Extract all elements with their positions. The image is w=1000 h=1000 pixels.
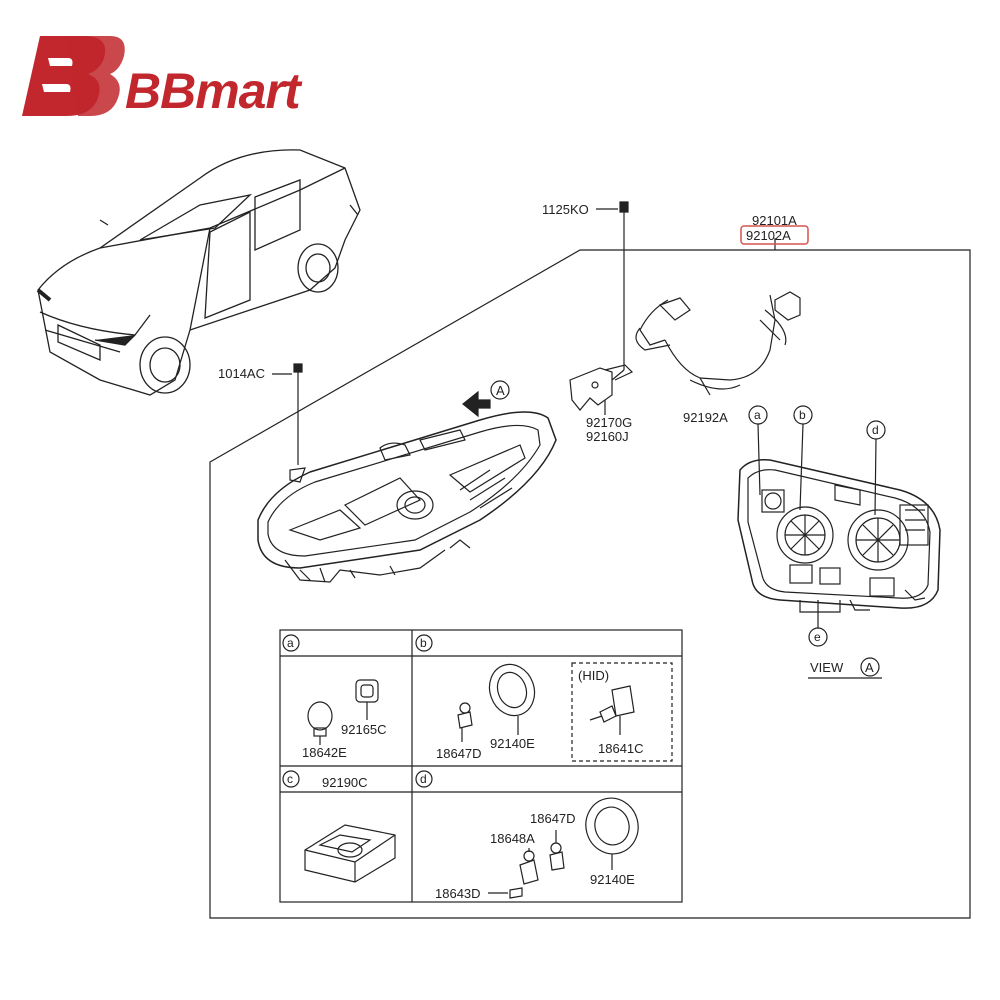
view-letter: A xyxy=(865,660,874,675)
headlamp-assembly xyxy=(257,411,557,583)
bracket-part xyxy=(569,364,634,415)
arrow-circle xyxy=(490,380,510,400)
marker-b xyxy=(793,405,813,425)
marker-b-letter: b xyxy=(799,408,806,422)
view-arrow-icon xyxy=(462,390,491,418)
headlamp-back-view xyxy=(737,458,941,613)
cell-a-letter: a xyxy=(287,636,294,650)
bulb-18648a xyxy=(519,848,539,885)
label-92170g: 92170G xyxy=(586,415,632,430)
bulb-18647d-d xyxy=(549,830,565,871)
highlight-box xyxy=(740,225,809,245)
marker-d-letter: d xyxy=(872,423,879,437)
label-92101a: 92101A xyxy=(752,213,797,228)
cell-b-letter: b xyxy=(420,636,427,650)
hid-box xyxy=(571,662,673,762)
bulb-18647d-b xyxy=(457,702,473,742)
label-92192a: 92192A xyxy=(683,410,728,425)
label-92190c: 92190C xyxy=(322,775,368,790)
label-18647d-b: 18647D xyxy=(436,746,482,761)
view-label: VIEW xyxy=(810,660,844,675)
assembly-frame xyxy=(209,249,971,919)
bolt-1014ac xyxy=(272,363,303,465)
label-18643d: 18643D xyxy=(435,886,481,901)
cell-d-letter: d xyxy=(420,772,427,786)
marker-e-letter: e xyxy=(814,630,821,644)
brand-logo xyxy=(18,28,348,123)
label-18648a: 18648A xyxy=(490,831,535,846)
arrow-letter: A xyxy=(496,383,505,398)
marker-a xyxy=(748,405,768,425)
label-92140e-d: 92140E xyxy=(590,872,635,887)
socket-92165c xyxy=(355,679,379,720)
bulb-18643d xyxy=(488,887,523,899)
view-circle xyxy=(860,657,880,677)
label-1125ko: 1125KO xyxy=(542,202,589,217)
marker-e xyxy=(808,627,828,647)
bulb-18642e xyxy=(307,701,333,745)
ballast-92190c xyxy=(304,824,396,883)
marker-d xyxy=(866,420,886,440)
marker-a-letter: a xyxy=(754,408,761,422)
label-hid: (HID) xyxy=(578,668,609,683)
label-18647d-d: 18647D xyxy=(530,811,576,826)
cell-c-letter: c xyxy=(287,772,293,786)
parts-table xyxy=(279,629,683,903)
label-92140e-b: 92140E xyxy=(490,736,535,751)
label-18642e: 18642E xyxy=(302,745,347,760)
label-92102a: 92102A xyxy=(746,228,791,243)
label-1014ac: 1014AC xyxy=(218,366,265,381)
label-18641c: 18641C xyxy=(598,741,644,756)
brand-mark-icon xyxy=(22,36,125,116)
wiring-harness xyxy=(635,291,801,396)
hid-bulb-18641c xyxy=(589,685,635,735)
car-illustration xyxy=(36,149,361,396)
brand-name: BBmart xyxy=(125,63,301,119)
label-92165c: 92165C xyxy=(341,722,387,737)
cover-92140e-b xyxy=(488,663,536,735)
bolt-1125ko xyxy=(596,201,629,370)
cover-92140e-d xyxy=(585,797,639,870)
label-92160j: 92160J xyxy=(586,429,629,444)
